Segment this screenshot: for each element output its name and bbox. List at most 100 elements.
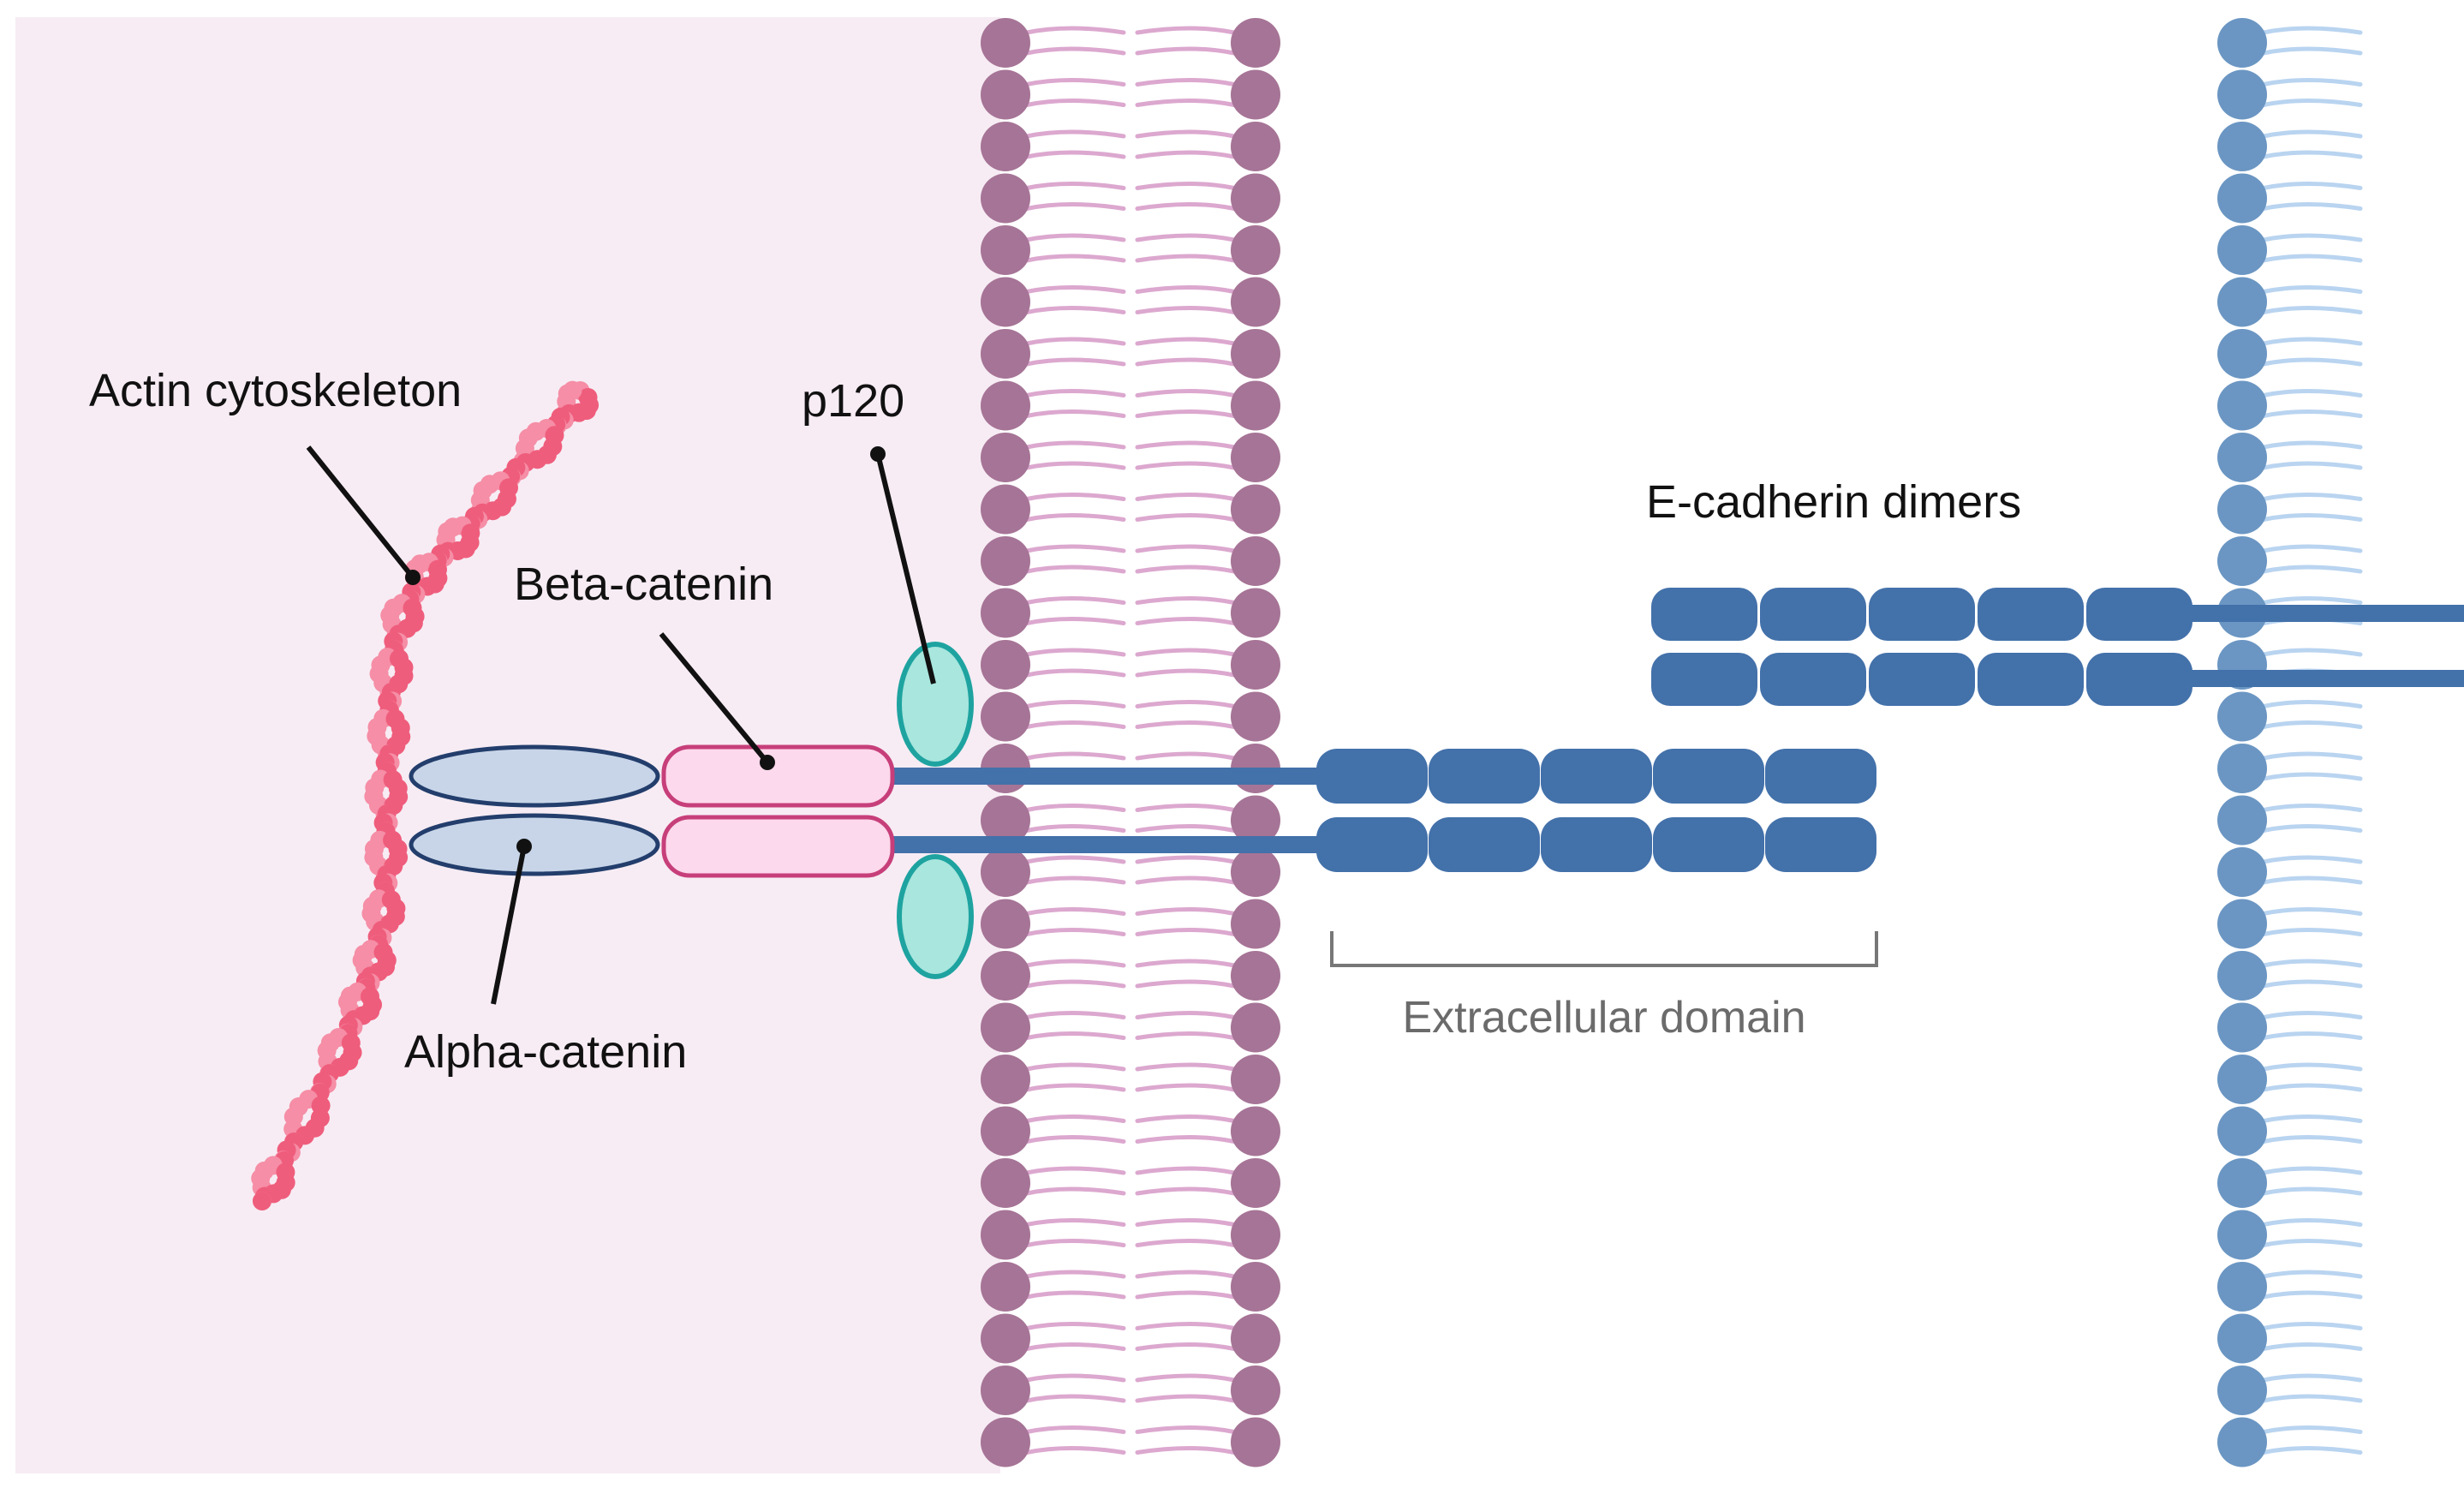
lipid-tail: [2261, 720, 2363, 729]
alpha-pointer-dot: [516, 839, 532, 854]
lipid-tail: [1024, 1186, 1126, 1196]
lipid-head: [981, 225, 1030, 275]
cadherin-domain: [2086, 653, 2193, 706]
lipid-head: [1231, 277, 1280, 327]
lipid-tail: [2261, 1011, 2363, 1019]
lipid-tail: [1024, 129, 1126, 139]
actin-filament-icon: [251, 380, 600, 1210]
lipid-head: [981, 329, 1030, 379]
lipid-tail: [1024, 440, 1126, 450]
lipid-tail: [2261, 1373, 2363, 1383]
label-e-cadherin-dimers: E-cadherin dimers: [1646, 476, 2021, 528]
lipid-head: [1231, 1158, 1280, 1208]
lipid-head: [2217, 1417, 2267, 1467]
lipid-head: [2217, 69, 2267, 120]
lipid-tail: [2261, 596, 2363, 605]
lipid-head: [1231, 18, 1280, 68]
lipid-head: [2217, 225, 2267, 275]
lipid-tail: [1135, 1373, 1237, 1383]
lipid-tail: [2261, 544, 2363, 553]
lipid-head: [1231, 69, 1280, 120]
lipid-tail: [1135, 700, 1237, 708]
lipid-tail: [1135, 565, 1237, 574]
lipid-head: [981, 951, 1030, 1001]
lipid-tail: [1024, 26, 1126, 35]
lipid-tail: [1135, 182, 1237, 190]
lipid-tail: [2261, 1239, 2363, 1247]
lipid-head: [981, 1262, 1030, 1312]
lipid-tail: [1135, 928, 1237, 936]
lipid-tail: [1024, 855, 1126, 864]
left-cell-membrane: [981, 18, 1280, 1467]
lipid-tail: [1024, 1083, 1126, 1092]
lipid-tail: [1135, 1083, 1237, 1092]
lipid-tail: [1135, 1425, 1237, 1434]
cadherin-domain: [1429, 817, 1540, 872]
lipid-tail: [2261, 772, 2363, 781]
cadherin-domain: [1978, 653, 2084, 706]
lipid-tail: [2261, 928, 2363, 936]
lipid-head: [2217, 122, 2267, 171]
lipid-tail: [1135, 1394, 1237, 1403]
lipid-tail: [2261, 440, 2363, 450]
lipid-tail: [1024, 1373, 1126, 1383]
lipid-tail: [2261, 876, 2363, 885]
lipid-tail: [2261, 389, 2363, 397]
lipid-head: [1231, 433, 1280, 482]
actin-pointer: [306, 445, 415, 579]
lipid-head: [1231, 1106, 1280, 1156]
lipid-tail: [1135, 1135, 1237, 1144]
cadherin-domain: [1429, 749, 1540, 804]
lipid-tail: [1024, 1062, 1126, 1072]
lipid-tail: [1024, 1011, 1126, 1019]
lipid-head: [2217, 1210, 2267, 1260]
lipid-tail: [1024, 46, 1126, 56]
lipid-tail: [1024, 233, 1126, 242]
lipid-tail: [2261, 233, 2363, 242]
lipid-tail: [1135, 254, 1237, 263]
lipid-tail: [2261, 1322, 2363, 1330]
lipid-tail: [1135, 1322, 1237, 1330]
lipid-head: [1231, 951, 1280, 1001]
lipid-tail: [1135, 440, 1237, 450]
label-pointers: [306, 445, 936, 1005]
beta-pointer-dot: [760, 755, 775, 770]
lipid-head: [981, 899, 1030, 949]
lipid-head: [1231, 588, 1280, 638]
lipid-tail: [1024, 285, 1126, 294]
lipid-head: [2217, 1262, 2267, 1312]
cadherin-domain: [1869, 653, 1975, 706]
cadherin-domain: [1316, 749, 1428, 804]
lipid-tail: [1135, 129, 1237, 139]
cadherin-domain: [1653, 817, 1764, 872]
lipid-tail: [1135, 493, 1237, 501]
lipid-tail: [1024, 979, 1126, 989]
lipid-tail: [2261, 648, 2363, 657]
label-p120: p120: [802, 375, 904, 427]
lipid-head: [2217, 899, 2267, 949]
lipid-tail: [1024, 99, 1126, 107]
lipid-tail: [1024, 182, 1126, 190]
lipid-tail: [1135, 959, 1237, 968]
lipid-head: [2217, 433, 2267, 482]
cadherin-domain: [1760, 653, 1866, 706]
lipid-tail: [2261, 565, 2363, 574]
lipid-tail: [2261, 285, 2363, 294]
lipid-tail: [2261, 855, 2363, 864]
actin-pointer-dot: [405, 570, 421, 585]
lipid-tail: [2261, 1394, 2363, 1403]
lipid-head: [1231, 1055, 1280, 1104]
lipid-tail: [1024, 202, 1126, 211]
lipid-tail: [1024, 461, 1126, 470]
lipid-tail: [2261, 150, 2363, 159]
lipid-tail: [1024, 337, 1126, 346]
cadherin-domain: [1765, 817, 1876, 872]
lipid-tail: [2261, 78, 2363, 87]
lipid-tail: [2261, 182, 2363, 190]
alpha-pointer: [491, 846, 527, 1005]
lipid-head: [981, 173, 1030, 224]
lipid-tail: [1024, 700, 1126, 708]
lipid-tail: [1135, 1270, 1237, 1279]
right-cell-membrane: [2217, 18, 2363, 1467]
